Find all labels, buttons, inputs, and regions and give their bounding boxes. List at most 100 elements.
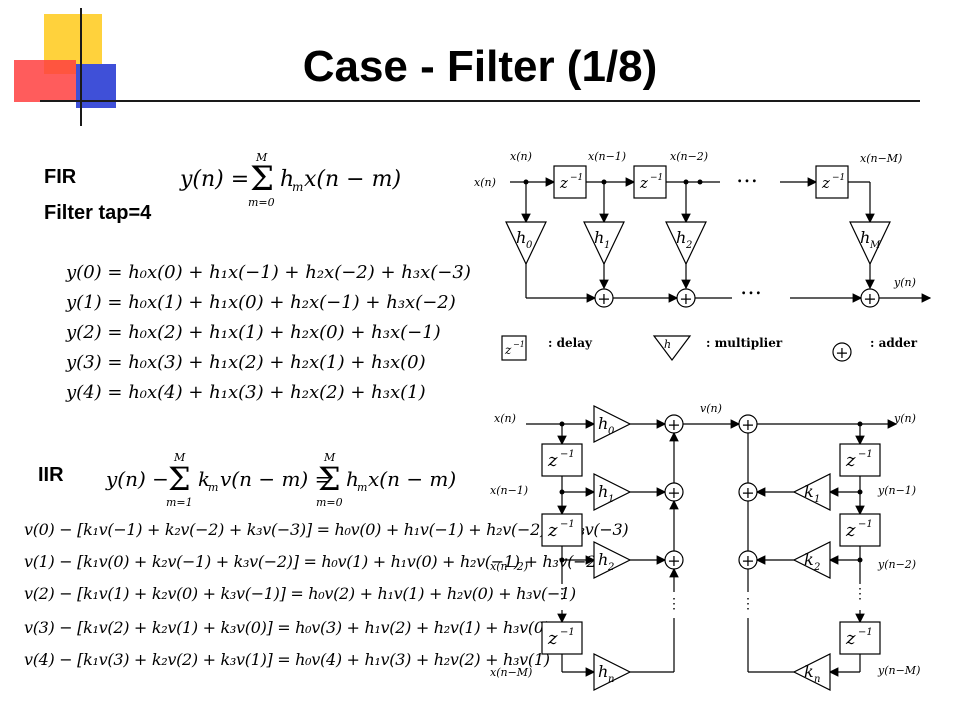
- iir-k-multiplier: [792, 653, 831, 691]
- iir-equation-2: v(2) − [k₁v(1) + k₂v(0) + k₃v(−1)] = h₀v…: [24, 584, 576, 603]
- h-gain: h: [598, 482, 608, 501]
- iir-equation-3: v(3) − [k₁v(2) + k₂v(1) + k₃v(0)] = h₀v(…: [24, 618, 550, 637]
- iir-delay-exp: −1: [858, 627, 873, 638]
- svg-text:k: k: [198, 467, 210, 491]
- vertical-rule: [80, 8, 82, 126]
- signal-y-n-1: y(n−1): [877, 484, 916, 497]
- tap-h: h: [516, 228, 526, 247]
- legend-adder-icon: [832, 342, 852, 362]
- adder-plus: +: [667, 551, 680, 570]
- filter-tap-label: Filter tap=4: [44, 202, 152, 224]
- svg-text:Σ: Σ: [168, 460, 191, 498]
- fir-delay-exp: −1: [832, 173, 845, 183]
- iir-delay-box: [839, 443, 881, 477]
- h-gain: h: [598, 662, 608, 681]
- svg-text:v(n − m) =: v(n − m) =: [220, 467, 331, 491]
- horizontal-rule-left: [40, 100, 140, 102]
- corner-decoration: [0, 0, 140, 130]
- signal-x-n-1: x(n−1): [588, 150, 626, 163]
- fir-multiplier: [583, 221, 625, 266]
- fir-delay-z: z: [639, 174, 648, 192]
- fir-equation-0: y(0) = h₀x(0) + h₁x(−1) + h₂x(−2) + h₃x(…: [66, 262, 471, 283]
- iir-delay-z: z: [547, 450, 558, 471]
- iir-delay-exp: −1: [858, 449, 873, 460]
- iir-delay-exp: −1: [560, 519, 575, 530]
- title-rule: [130, 100, 920, 102]
- iir-adder: [664, 550, 684, 570]
- iir-delay-z: z: [845, 450, 856, 471]
- fir-multiplier: [505, 221, 547, 266]
- fir-delay-exp: −1: [570, 173, 583, 183]
- signal-x-n: x(n): [494, 412, 516, 425]
- iir-delay-box: [541, 513, 583, 547]
- h-gain-sub: 1: [608, 494, 614, 505]
- iir-adder: [738, 414, 758, 434]
- adder-plus: +: [679, 289, 692, 308]
- fir-label: FIR: [44, 166, 77, 188]
- fir-delay-exp: −1: [650, 173, 663, 183]
- fir-delay-box: [553, 165, 587, 199]
- legend-multiplier-icon: [652, 335, 692, 361]
- continuation-dots: ⋮: [667, 596, 681, 612]
- fir-adder: [676, 288, 696, 308]
- iir-k-multiplier: [792, 473, 831, 511]
- iir-equation-4: v(4) − [k₁v(3) + k₂v(2) + k₃v(1)] = h₀v(…: [24, 650, 550, 669]
- fir-adder: [860, 288, 880, 308]
- legend-mult-h: h: [664, 338, 671, 351]
- svg-text:h: h: [346, 467, 359, 491]
- tap-sub: M: [869, 240, 881, 251]
- k-gain: k: [804, 482, 814, 501]
- iir-node: [559, 489, 565, 495]
- svg-text:M: M: [323, 451, 336, 464]
- k-gain-sub: 2: [813, 562, 820, 573]
- tap-h: h: [676, 228, 686, 247]
- fir-multiplier: [849, 221, 891, 266]
- continuation-dots: ⋮: [741, 596, 755, 612]
- adder-plus: +: [597, 289, 610, 308]
- signal-x-n-2: x(n−2): [490, 560, 528, 573]
- svg-text:m=0: m=0: [316, 496, 343, 509]
- adder-plus: +: [863, 289, 876, 308]
- fir-equation-3: y(3) = h₀x(3) + h₁x(2) + h₂x(1) + h₃x(0): [66, 352, 426, 373]
- svg-text:x(n − m): x(n − m): [304, 167, 401, 192]
- iir-delay-exp: −1: [560, 449, 575, 460]
- legend-delay-box: [501, 335, 527, 361]
- iir-node: [559, 421, 565, 427]
- iir-delay-box: [839, 621, 881, 655]
- iir-label: IIR: [38, 464, 64, 486]
- svg-text:M: M: [173, 451, 186, 464]
- adder-plus: +: [667, 483, 680, 502]
- legend-delay-label: : delay: [548, 336, 593, 350]
- fir-delay-z: z: [821, 174, 830, 192]
- red-square: [14, 60, 76, 102]
- signal-v-n: v(n): [700, 402, 722, 415]
- k-gain: k: [804, 662, 814, 681]
- iir-formula: y(n) − Σ M m=1 k m v(n − m) = Σ M m=0 h …: [105, 451, 456, 509]
- signal-y-n-M: y(n−M): [877, 664, 920, 677]
- signal-x-n-2: x(n−2): [670, 150, 708, 163]
- page-title: Case - Filter (1/8): [302, 42, 658, 91]
- fir-multiplier: [665, 221, 707, 266]
- legend: z −1 : delay h : multiplier + : adder: [501, 335, 918, 362]
- iir-delay-z: z: [547, 628, 558, 649]
- iir-delay-z: z: [845, 520, 856, 541]
- signal-y-n: y(n): [893, 276, 916, 289]
- iir-delay-z: z: [547, 520, 558, 541]
- legend-multiplier-label: : multiplier: [706, 336, 783, 350]
- svg-text:m: m: [208, 481, 218, 494]
- legend-delay-exp: −1: [513, 340, 525, 349]
- fir-node: [697, 179, 703, 185]
- signal-x-n-M: x(n−M): [860, 152, 902, 165]
- k-gain: k: [804, 550, 814, 569]
- adder-plus: +: [741, 483, 754, 502]
- svg-text:m: m: [357, 481, 367, 494]
- fir-equation-2: y(2) = h₀x(2) + h₁x(1) + h₂x(0) + h₃x(−1…: [66, 322, 441, 343]
- adder-plus: +: [741, 551, 754, 570]
- svg-text:Σ: Σ: [250, 159, 274, 199]
- iir-delay-z: z: [845, 628, 856, 649]
- iir-adder: [738, 550, 758, 570]
- signal-x-n-1: x(n−1): [490, 484, 528, 497]
- iir-node: [857, 489, 863, 495]
- iir-h-multiplier: [593, 473, 632, 511]
- iir-h-multiplier: [593, 653, 632, 691]
